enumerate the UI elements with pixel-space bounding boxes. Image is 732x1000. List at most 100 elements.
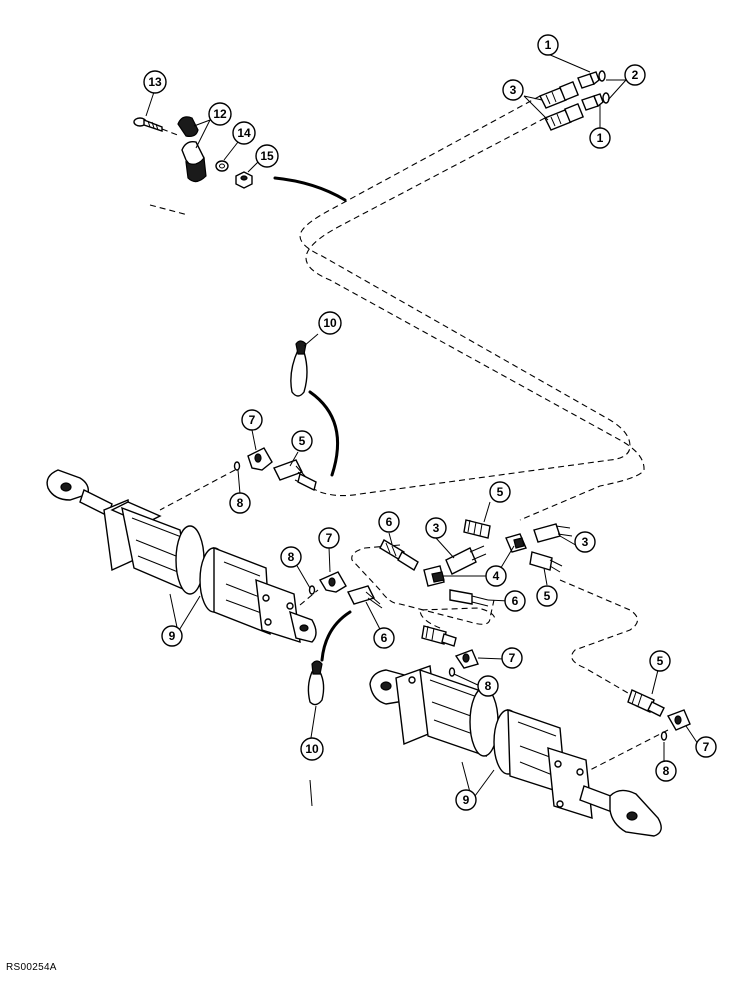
callout-label: 4 [493, 569, 500, 583]
callout-label: 7 [249, 413, 256, 427]
hose-upper-main [294, 95, 631, 497]
leader-lines [145, 53, 701, 807]
nut-15 [235, 171, 253, 189]
tee-fitting-4-right [505, 533, 527, 553]
top-right-fittings [539, 70, 610, 131]
pointer-arc-strap-upper [308, 390, 340, 477]
callout-5-left-top: 5 [291, 430, 313, 452]
pointer-arc-clamp [273, 176, 347, 202]
callout-label: 13 [148, 75, 162, 89]
callout-label: 5 [544, 589, 551, 603]
fitting-1-lower [581, 93, 604, 111]
callout-5-right-lower: 5 [649, 650, 671, 672]
adapter-3-right [533, 523, 573, 543]
callout-label: 9 [169, 629, 176, 643]
elbow-fitting-7-left-top [247, 447, 273, 471]
o-ring-8-left-mid [308, 585, 316, 595]
elbow-fitting-7-left-mid [318, 571, 347, 593]
hydraulic-cylinder-left [46, 469, 317, 643]
elbow-fitting-7-right [666, 709, 691, 731]
clamp-12 [177, 116, 207, 183]
callout-8-lower: 8 [477, 675, 499, 697]
callout-label: 3 [433, 521, 440, 535]
callout-13: 13 [143, 70, 167, 94]
callout-label: 3 [582, 535, 589, 549]
callout-10-lower: 10 [300, 737, 324, 761]
callout-label: 8 [485, 679, 492, 693]
callout-3-center: 3 [425, 517, 447, 539]
callout-7-right: 7 [695, 736, 717, 758]
o-ring-2-upper [598, 70, 606, 82]
callout-7-lower: 7 [501, 647, 523, 669]
o-ring-2-lower [602, 92, 610, 104]
callout-label: 7 [509, 651, 516, 665]
callout-label: 5 [299, 434, 306, 448]
callout-label: 10 [305, 742, 319, 756]
callout-label: 2 [632, 68, 639, 82]
end-cap-left-rear [255, 578, 301, 643]
adapter-5-left-top [273, 459, 317, 492]
clamp-assembly [133, 116, 253, 189]
adapter-5-right-lower [627, 689, 665, 717]
rod-eye-left [46, 469, 90, 501]
cylinder-body-left-a [121, 506, 205, 595]
o-ring-8-left-top [233, 461, 241, 471]
end-cap-right-rear [547, 747, 593, 819]
callout-label: 9 [463, 793, 470, 807]
callout-7-left-top: 7 [241, 409, 263, 431]
callout-label: 6 [381, 631, 388, 645]
adapter-6-center-upper [379, 539, 419, 572]
hydraulic-cylinder-right [369, 665, 662, 837]
hose-loop-middle [351, 544, 495, 625]
fitting-3-lower [544, 102, 585, 131]
adapter-6-lower [421, 625, 457, 647]
o-ring-8-lower [448, 667, 456, 677]
adapter-5-center-upper [463, 519, 491, 539]
callout-label: 3 [510, 83, 517, 97]
hose-right-lower [559, 579, 641, 701]
callout-12: 12 [208, 102, 232, 126]
callout-label: 8 [288, 550, 295, 564]
strap-10-lower [307, 660, 325, 706]
callout-label: 12 [213, 107, 227, 121]
callout-label: 5 [497, 485, 504, 499]
callout-label: 8 [663, 764, 670, 778]
callout-2: 2 [624, 64, 646, 86]
callout-label: 7 [703, 740, 710, 754]
tee-fitting-4 [423, 565, 445, 587]
callout-5-right: 5 [536, 585, 558, 607]
washer-14 [215, 160, 229, 172]
adapter-6-left-mid [347, 585, 383, 609]
callout-3-top: 3 [502, 79, 524, 101]
elbow-fitting-7-lower [454, 649, 479, 669]
callout-9-right: 9 [455, 789, 477, 811]
hose-top-left-link [149, 204, 189, 216]
hose-left-cylinder [159, 469, 236, 511]
callout-5-center: 5 [489, 481, 511, 503]
hose-right-cylinder [589, 729, 669, 771]
hose-cylinder-to-fitting [299, 589, 319, 606]
clamp-assembly-dash [161, 128, 181, 137]
o-ring-8-right [660, 731, 668, 741]
adapter-3-center [445, 545, 487, 575]
adapter-5-center-right [529, 551, 563, 573]
callout-4: 4 [485, 565, 507, 587]
hydraulic-hoses [149, 95, 669, 771]
callout-8-right: 8 [655, 760, 677, 782]
callout-label: 6 [386, 515, 393, 529]
callout-label: 5 [657, 654, 664, 668]
callout-6-left-lower: 6 [373, 627, 395, 649]
cylinder-body-right-a [419, 668, 499, 758]
adapter-6-center-lower [449, 589, 489, 607]
callout-1-lower: 1 [589, 127, 611, 149]
callout-10-upper: 10 [318, 311, 342, 335]
callout-7-left-mid: 7 [318, 527, 340, 549]
callout-label: 10 [323, 316, 337, 330]
callout-label: 7 [326, 531, 333, 545]
clevis-left [289, 610, 317, 643]
callout-1-top: 1 [537, 34, 559, 56]
pointer-arc-strap-lower [320, 610, 352, 662]
callout-label: 1 [545, 38, 552, 52]
hose-upper-second [305, 117, 645, 521]
fitting-3-upper [539, 80, 580, 109]
